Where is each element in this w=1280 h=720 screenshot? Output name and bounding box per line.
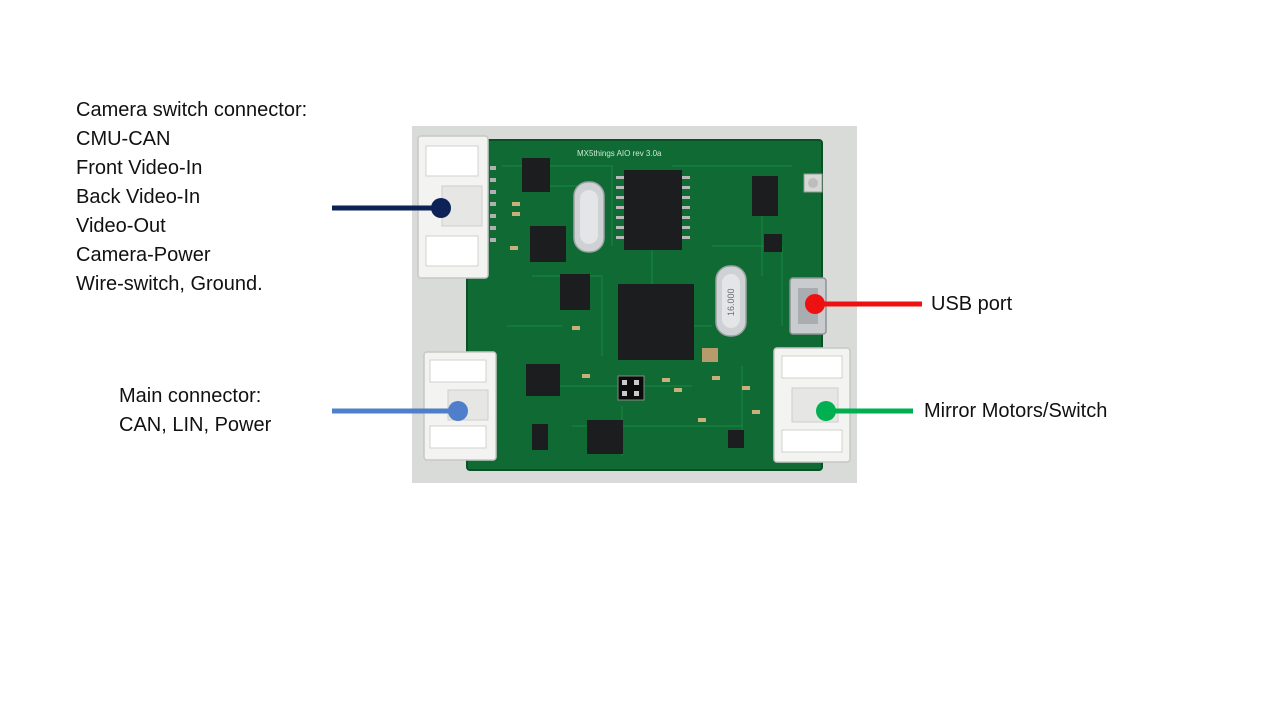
main-connector-label: Main connector: CAN, LIN, Power bbox=[119, 382, 271, 440]
camera-label-line: Front Video-In bbox=[76, 157, 203, 179]
header-p4 bbox=[617, 375, 645, 401]
camera-label-line: Wire-switch, Ground. bbox=[76, 273, 263, 295]
ic-chips bbox=[522, 158, 782, 454]
crystal-y1: 16.000 bbox=[715, 265, 747, 337]
camera-label-heading: Camera switch connector: bbox=[76, 99, 308, 121]
header-p4-pins bbox=[622, 380, 639, 396]
camera-connector bbox=[417, 135, 496, 279]
crystal-y2 bbox=[573, 181, 605, 253]
pcb-photo: MX5things AIO rev 3.0a bbox=[412, 126, 857, 483]
camera-label-line: Video-Out bbox=[76, 215, 166, 237]
passive-components bbox=[510, 202, 760, 422]
camera-label-line: Camera-Power bbox=[76, 244, 211, 266]
camera-label-line: CMU-CAN bbox=[76, 128, 171, 150]
main-connector bbox=[423, 351, 497, 461]
mirror-connector-label: Mirror Motors/Switch bbox=[924, 400, 1108, 422]
crystal-label: 16.000 bbox=[726, 288, 736, 316]
camera-label-line: Back Video-In bbox=[76, 186, 201, 208]
capacitor-c4 bbox=[702, 348, 718, 362]
board-title-silkscreen: MX5things AIO rev 3.0a bbox=[577, 149, 662, 158]
usb-port-label: USB port bbox=[931, 293, 1013, 315]
usb-connector bbox=[789, 277, 827, 335]
reset-button-cap bbox=[808, 178, 818, 188]
main-label-line: CAN, LIN, Power bbox=[119, 414, 272, 436]
main-label-heading: Main connector: bbox=[119, 385, 262, 407]
camera-switch-connector-label: Camera switch connector: CMU-CAN Front V… bbox=[76, 96, 307, 299]
mirror-connector bbox=[773, 347, 851, 463]
ic-pins bbox=[616, 176, 690, 239]
